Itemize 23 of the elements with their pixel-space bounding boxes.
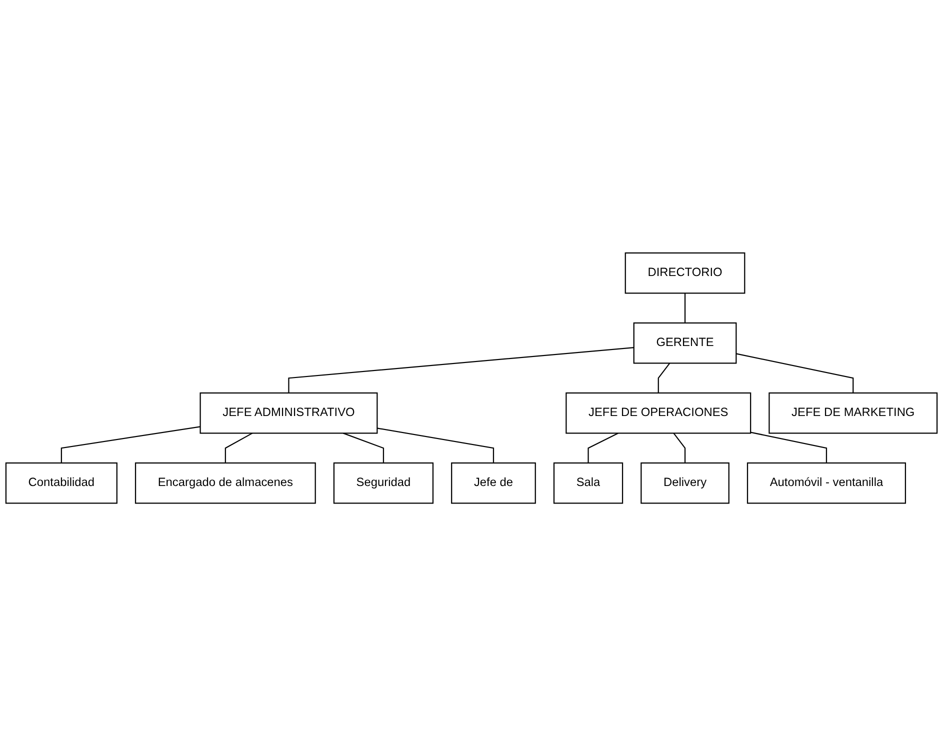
node-box: Contabilidad (5, 462, 118, 504)
connector (750, 432, 828, 463)
node-box: JEFE DE MARKETING (768, 392, 938, 434)
node-box: Automóvil - ventanilla (746, 462, 906, 504)
node-box: JEFE DE OPERACIONES (566, 392, 752, 434)
connector (673, 432, 686, 463)
node-box: Encargado de almacenes (134, 462, 316, 504)
node-box: Delivery (640, 462, 730, 504)
connector (288, 346, 634, 393)
node-box: JEFE ADMINISTRATIVO (200, 392, 378, 434)
connector (60, 426, 200, 463)
connector (224, 432, 253, 463)
node-box: GERENTE (633, 322, 737, 364)
connector (658, 362, 670, 393)
node-box: Sala (553, 462, 624, 504)
connector (342, 432, 384, 463)
connector (684, 293, 686, 323)
connector (736, 353, 854, 393)
node-box: Jefe de (451, 462, 536, 504)
connector (588, 432, 618, 463)
node-box: Seguridad (333, 462, 434, 504)
node-box: DIRECTORIO (624, 252, 746, 294)
connector (377, 428, 494, 463)
